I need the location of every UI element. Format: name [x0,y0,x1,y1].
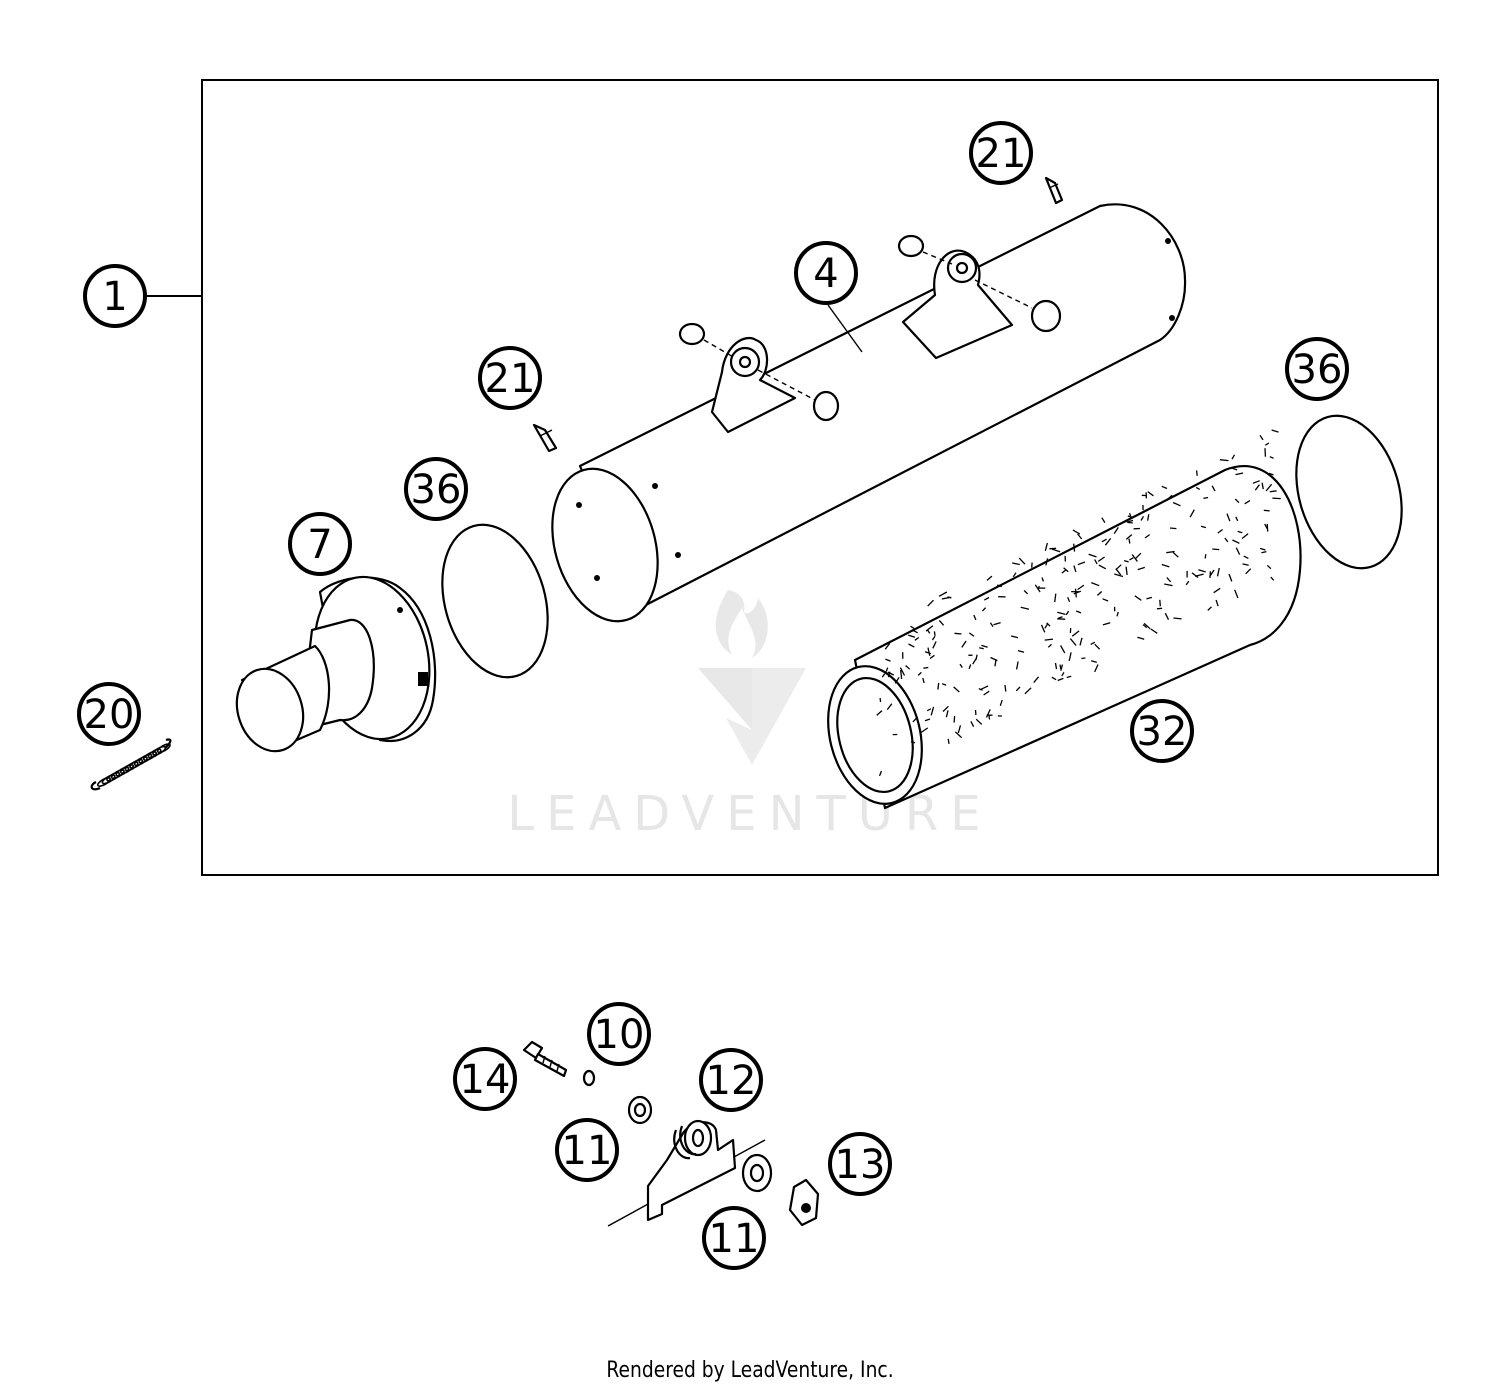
callout-10: 10 [587,1002,651,1066]
rivet-left [532,423,558,453]
svg-text:32: 32 [1137,709,1188,755]
svg-text:10: 10 [594,1012,645,1058]
svg-text:11: 11 [709,1216,760,1262]
mount-detail [522,1040,820,1227]
packing-texture [876,429,1281,777]
callout-1: 1 [83,264,147,328]
gasket-left [441,523,549,679]
spring [90,738,172,791]
watermark-text: LEADVENTURE [507,786,992,842]
svg-text:1: 1 [102,274,127,320]
callout-36-left: 36 [404,457,468,521]
rivet-right [1044,176,1064,205]
svg-text:7: 7 [307,522,332,568]
callout-7: 7 [288,512,352,576]
callout-20: 20 [77,682,141,746]
callout-21-right: 21 [969,121,1033,185]
svg-text:4: 4 [813,251,838,297]
callout-36-right: 36 [1285,337,1349,401]
callout-11-upper: 11 [555,1118,619,1182]
svg-text:21: 21 [976,131,1027,177]
end-cap [235,575,437,753]
muffler-body [551,203,1187,623]
callout-4: 4 [794,241,858,305]
muffler-packing [827,429,1302,810]
callout-21-left: 21 [478,346,542,410]
svg-text:21: 21 [485,356,536,402]
svg-text:12: 12 [706,1058,757,1104]
callout-14: 14 [453,1047,517,1111]
assembly-frame [201,79,1439,876]
callout-11-lower: 11 [702,1206,766,1270]
callout-13: 13 [828,1132,892,1196]
svg-text:36: 36 [411,467,462,513]
callout-32: 32 [1130,699,1194,763]
svg-text:13: 13 [835,1142,886,1188]
svg-text:11: 11 [562,1128,613,1174]
leadventure-watermark: LEADVENTURE [507,590,992,842]
callout-12: 12 [699,1048,763,1112]
svg-text:14: 14 [460,1057,511,1103]
svg-text:36: 36 [1292,347,1343,393]
footer-credit: Rendered by LeadVenture, Inc. [606,1357,893,1383]
svg-text:20: 20 [84,692,135,738]
gasket-right [1295,414,1403,570]
